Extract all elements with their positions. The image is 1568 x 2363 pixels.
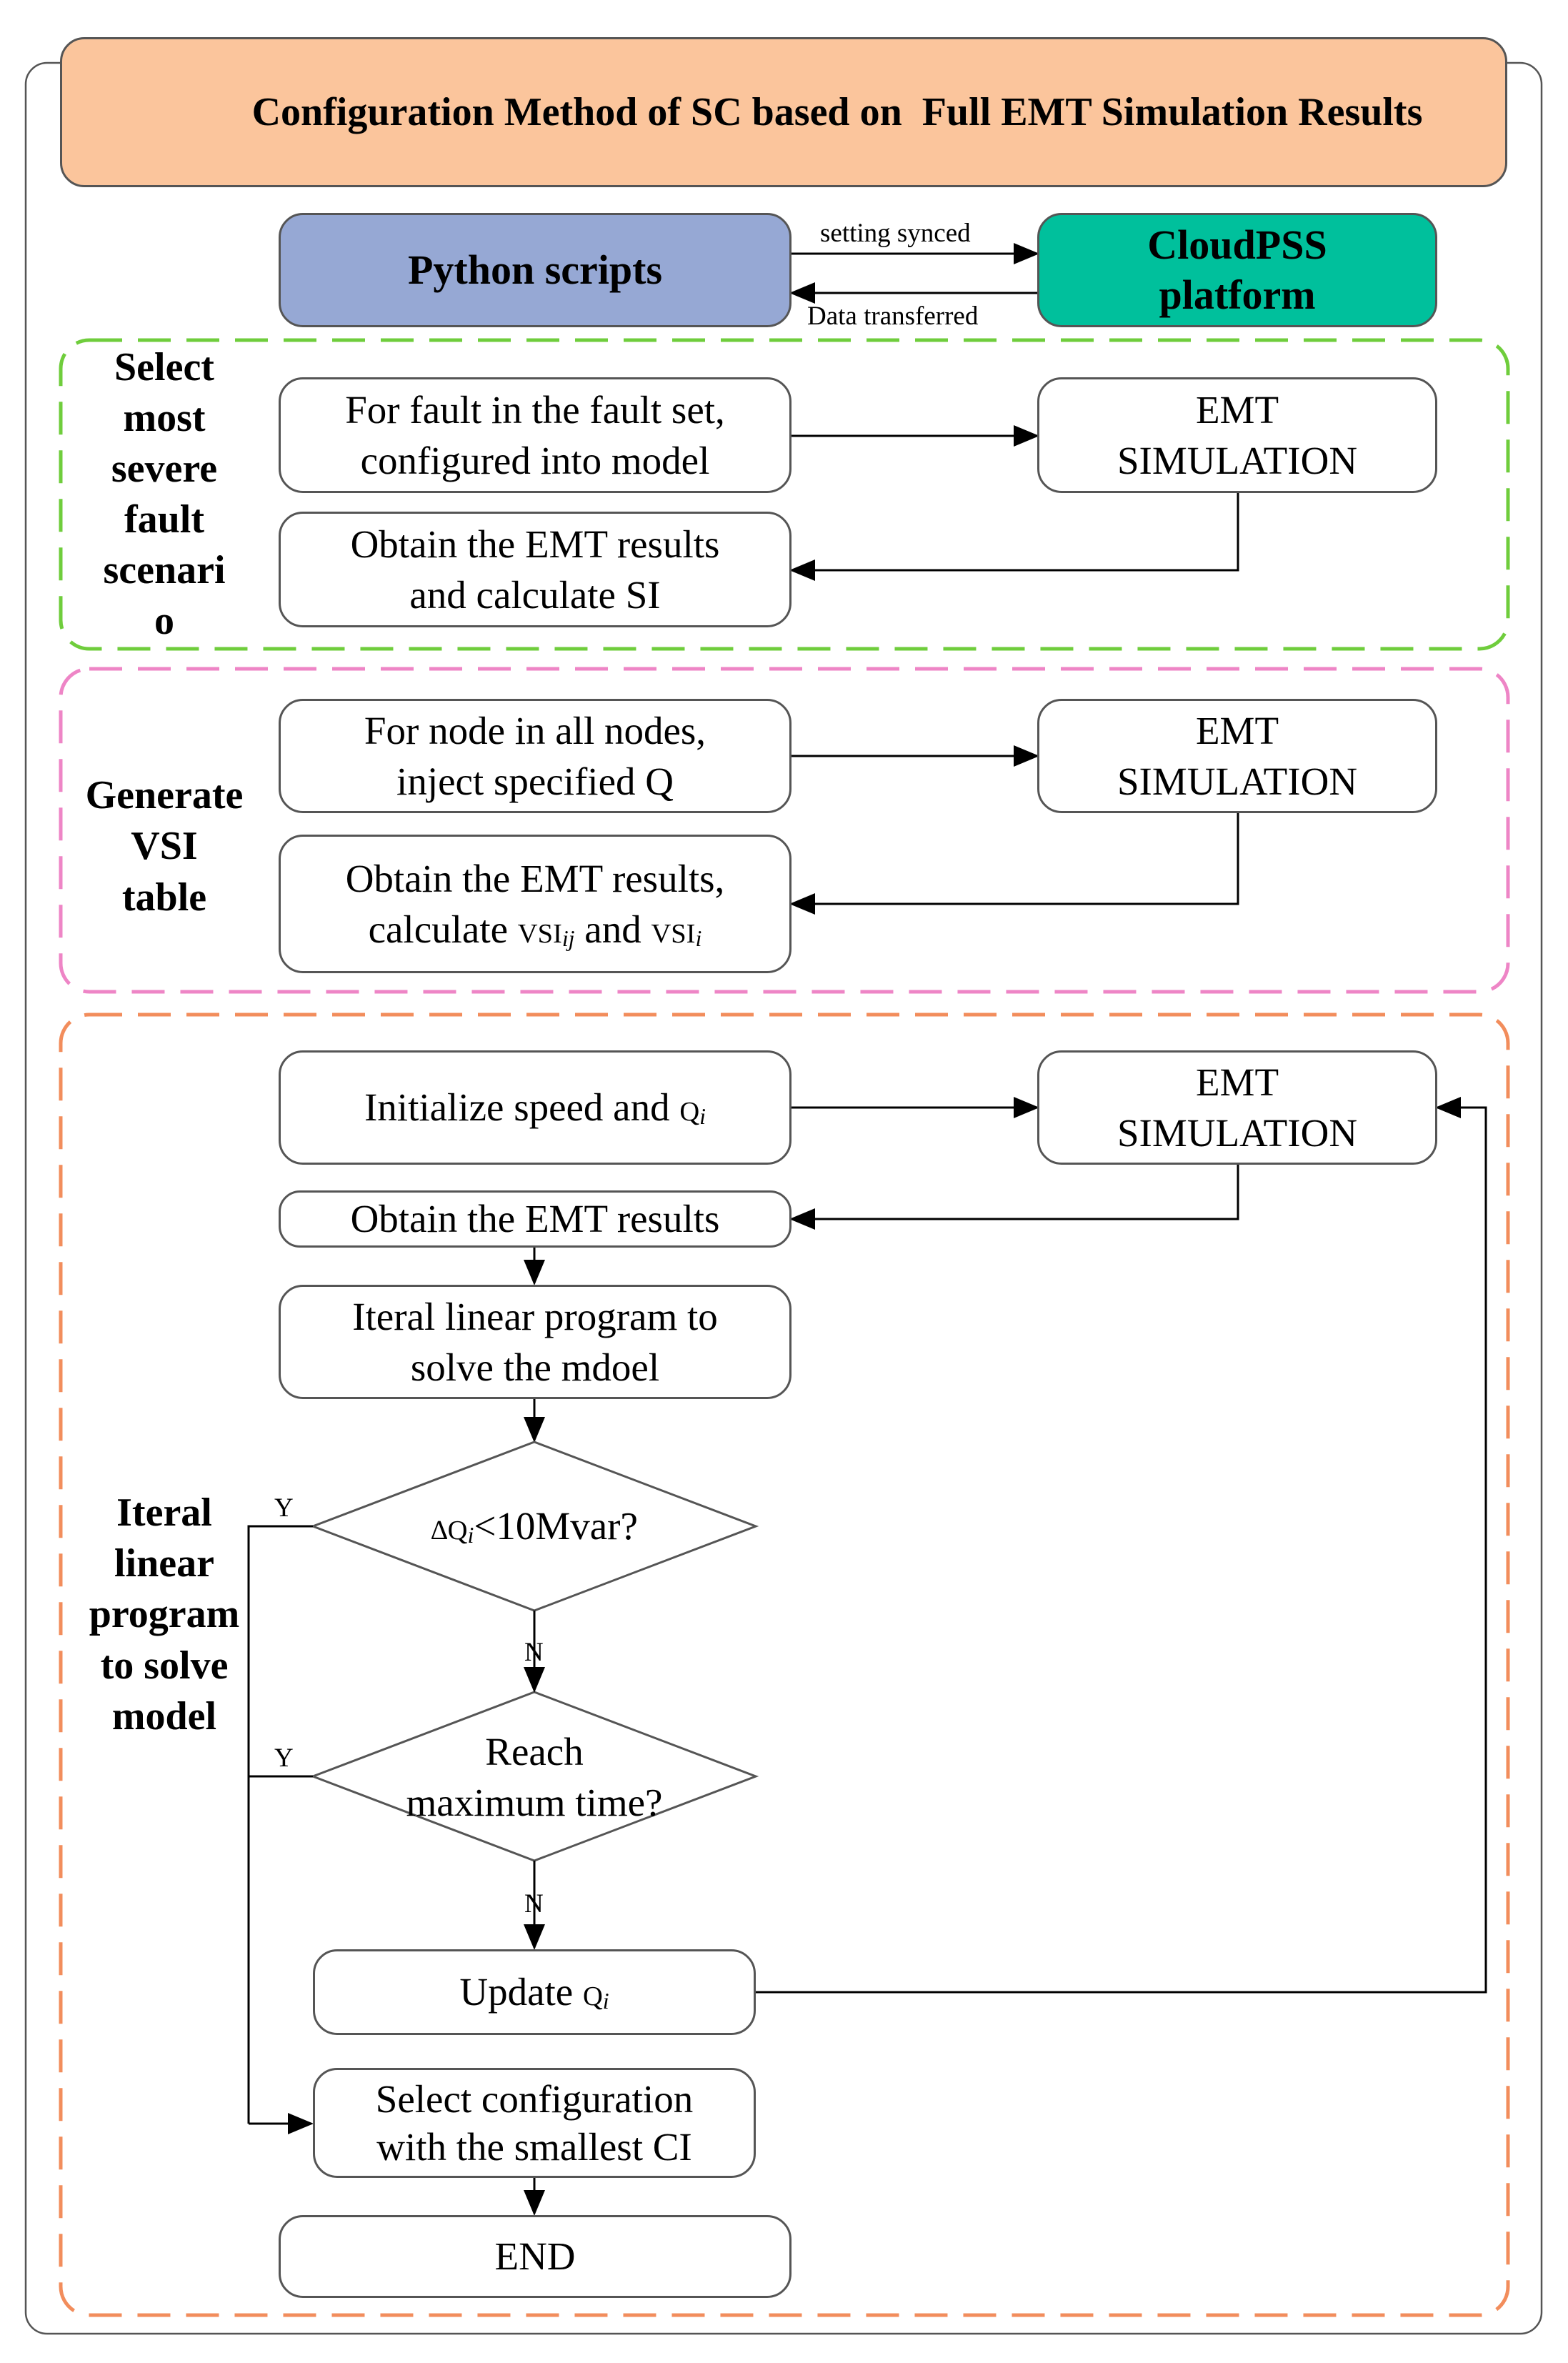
page-title: Configuration Method of SC based on Full… [251,90,1423,134]
iteral-line: solve the mdoel [410,1345,660,1389]
node-inject-line: For node in all nodes, [364,708,706,752]
emt-line: SIMULATION [1117,439,1358,482]
vsi-sub-ij: ij [561,925,575,951]
cond1-line: ∆Qi<10Mvar? [431,1501,638,1552]
section3-label-line: program [89,1592,240,1637]
section3-label-line: to solve [100,1643,229,1688]
section2-label: Generate VSI table [71,765,257,929]
emt-line: EMT [1195,387,1279,432]
vsi-symbol: VSI [517,919,562,949]
update-loop-arrow [756,1097,1487,1994]
section1-label-line: Select [114,344,214,389]
python-scripts-label: Python scripts [407,247,663,294]
cloudpss-platform-box: CloudPSS platform [1037,213,1437,327]
cond1-text: ∆Qi<10Mvar? [343,1483,726,1569]
q-sub-i: i [699,1104,706,1130]
q-sub-i: i [467,1523,474,1548]
cond1-yes-line [247,1525,313,2124]
emt-line: SIMULATION [1117,760,1358,803]
emt-line: EMT [1195,708,1279,752]
select-configuration-box: Select configuration with the smallest C… [313,2068,756,2178]
section3-label: Iteral linear program to solve model [71,1486,257,1743]
initialize-line: Initialize speed and Qi [364,1082,706,1133]
results-line: and calculate SI [409,573,661,617]
cond1-yes-label: Y [274,1493,294,1523]
obtain-results-box: Obtain the EMT results [279,1190,792,1248]
section1-label-line: o [154,599,174,644]
node-inject-line: inject specified Q [396,760,674,803]
setting-synced-label: setting synced [820,219,971,248]
cond1-no-label: N [524,1638,544,1667]
and-text: and [574,907,651,951]
reach-line: maximum time? [406,1781,663,1824]
python-scripts-box: Python scripts [279,213,792,327]
iteral-program-box: Iteral linear program to solve the mdoel [279,1285,792,1399]
q-symbol: Q [582,1981,603,2012]
cond1-tail: <10Mvar? [474,1504,638,1548]
initialize-text: Initialize speed and [364,1085,680,1130]
section2-label-line: VSI [131,824,198,869]
select-line: Select configuration [375,2076,694,2121]
section3-label-line: model [111,1693,217,1738]
delta-symbol: ∆ [431,1516,448,1546]
section3-label-line: linear [114,1541,214,1586]
q-sub-i: i [602,1989,609,2014]
section3-label-line: Iteral [116,1491,212,1536]
emt-line: SIMULATION [1117,1111,1358,1155]
q-symbol: Q [679,1097,700,1128]
section3-frame [59,1013,1510,2317]
end-box: END [279,2215,792,2298]
data-transferred-label: Data transferred [807,302,979,331]
emt-line: EMT [1195,1060,1279,1104]
results-line: Obtain the EMT results, [345,856,725,900]
section1-label-line: scenari [103,548,226,593]
s2-emt-simulation-box: EMT SIMULATION [1037,699,1437,813]
s3-emt-simulation-box: EMT SIMULATION [1037,1050,1437,1165]
cloudpss-label: CloudPSS [1147,222,1327,269]
vsi-sub-i: i [695,925,702,951]
iteral-line: Iteral linear program to [352,1294,718,1338]
section1-frame [59,338,1510,651]
s2-results-box: Obtain the EMT results, calculate VSIij … [279,835,792,973]
select-line: with the smallest CI [376,2125,692,2169]
section1-label-line: severe [111,446,218,491]
initialize-box: Initialize speed and Qi [279,1050,792,1165]
reach-line: Reach [485,1729,584,1774]
s2-emt-to-results-arrow [789,813,1239,915]
node-inject-box: For node in all nodes, inject specified … [279,699,792,813]
fault-set-box: For fault in the fault set, configured i… [279,377,792,493]
platform-label: platform [1159,272,1316,318]
s3-emt-to-obtain-arrow [789,1165,1239,1230]
cond2-no-label: N [524,1889,544,1919]
calculate-text: calculate [368,907,518,951]
cond2-yes-label: Y [274,1743,294,1773]
obtain-results-text: Obtain the EMT results [350,1197,720,1241]
s1-results-box: Obtain the EMT results and calculate SI [279,512,792,627]
update-q-box: Update Qi [313,1949,756,2035]
section2-label-line: Generate [85,773,244,818]
s1-emt-simulation-box: EMT SIMULATION [1037,377,1437,493]
section1-label-line: most [123,395,206,440]
cond2-text: Reach maximum time? [343,1723,726,1831]
update-line: Update Qi [459,1966,609,2018]
results-line: Obtain the EMT results [350,522,720,566]
section2-frame [59,667,1510,994]
vsi-symbol: VSI [651,919,696,949]
section1-label-line: fault [124,497,204,542]
q-symbol: Q [447,1516,468,1546]
title-banner: Configuration Method of SC based on Full… [60,37,1507,187]
fault-set-line: For fault in the fault set, [345,387,725,432]
end-text: END [494,2234,576,2279]
s1-emt-to-results-arrow [789,493,1239,581]
section2-label-line: table [121,875,207,920]
fault-set-line: configured into model [360,439,710,482]
vsi-line: calculate VSIij and VSIi [369,904,702,955]
update-text: Update [459,1970,583,2014]
section1-label: Select most severe fault scenari o [79,342,250,647]
